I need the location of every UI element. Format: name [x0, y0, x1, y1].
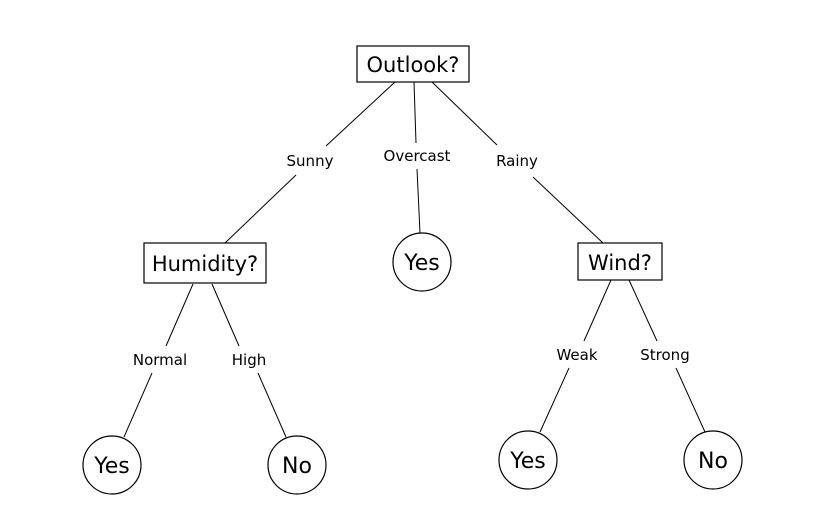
decision-node-outlook: Outlook? [356, 45, 470, 83]
edge-line-strong-lower [675, 367, 706, 433]
tree-edges [123, 81, 706, 438]
leaf-label-high-no: No [282, 454, 312, 479]
leaf-node-strong-no: No [683, 430, 743, 490]
edge-line-normal-upper [165, 283, 194, 347]
edge-label-weak: Weak [556, 346, 597, 364]
leaf-node-high-no: No [267, 435, 327, 495]
edge-label-overcast: Overcast [384, 147, 451, 165]
edge-label-sunny: Sunny [287, 152, 334, 170]
leaf-node-overcast-yes: Yes [392, 232, 452, 292]
leaf-label-weak-yes: Yes [509, 449, 546, 474]
edge-line-sunny-lower [224, 174, 297, 244]
edge-labels: Sunny Overcast Rainy Normal High Weak St… [133, 147, 690, 369]
edge-label-rainy: Rainy [496, 152, 538, 170]
leaf-node-normal-yes: Yes [82, 435, 142, 495]
edge-line-normal-lower [123, 372, 153, 438]
decision-node-wind: Wind? [577, 242, 663, 281]
edge-line-sunny-upper [325, 81, 396, 147]
decision-label-outlook: Outlook? [367, 53, 460, 77]
edge-line-weak-upper [583, 279, 612, 342]
leaf-label-normal-yes: Yes [93, 454, 130, 479]
edge-line-overcast-lower [416, 168, 421, 234]
leaf-node-weak-yes: Yes [498, 430, 558, 490]
edge-line-rainy-lower [532, 176, 604, 244]
edge-label-normal: Normal [133, 351, 187, 369]
edge-line-strong-upper [628, 279, 658, 342]
leaf-label-strong-no: No [698, 449, 728, 474]
edge-label-high: High [232, 351, 266, 369]
edge-line-overcast-upper [413, 81, 417, 144]
decision-label-wind: Wind? [588, 251, 652, 275]
edge-line-weak-lower [539, 367, 570, 433]
decision-label-humidity: Humidity? [152, 252, 258, 276]
edge-line-high-lower [257, 372, 287, 438]
edge-label-strong: Strong [640, 346, 689, 364]
leaf-label-overcast-yes: Yes [403, 251, 440, 276]
decision-node-humidity: Humidity? [143, 242, 267, 284]
edge-line-rainy-upper [431, 81, 498, 146]
edge-line-high-upper [211, 283, 240, 347]
